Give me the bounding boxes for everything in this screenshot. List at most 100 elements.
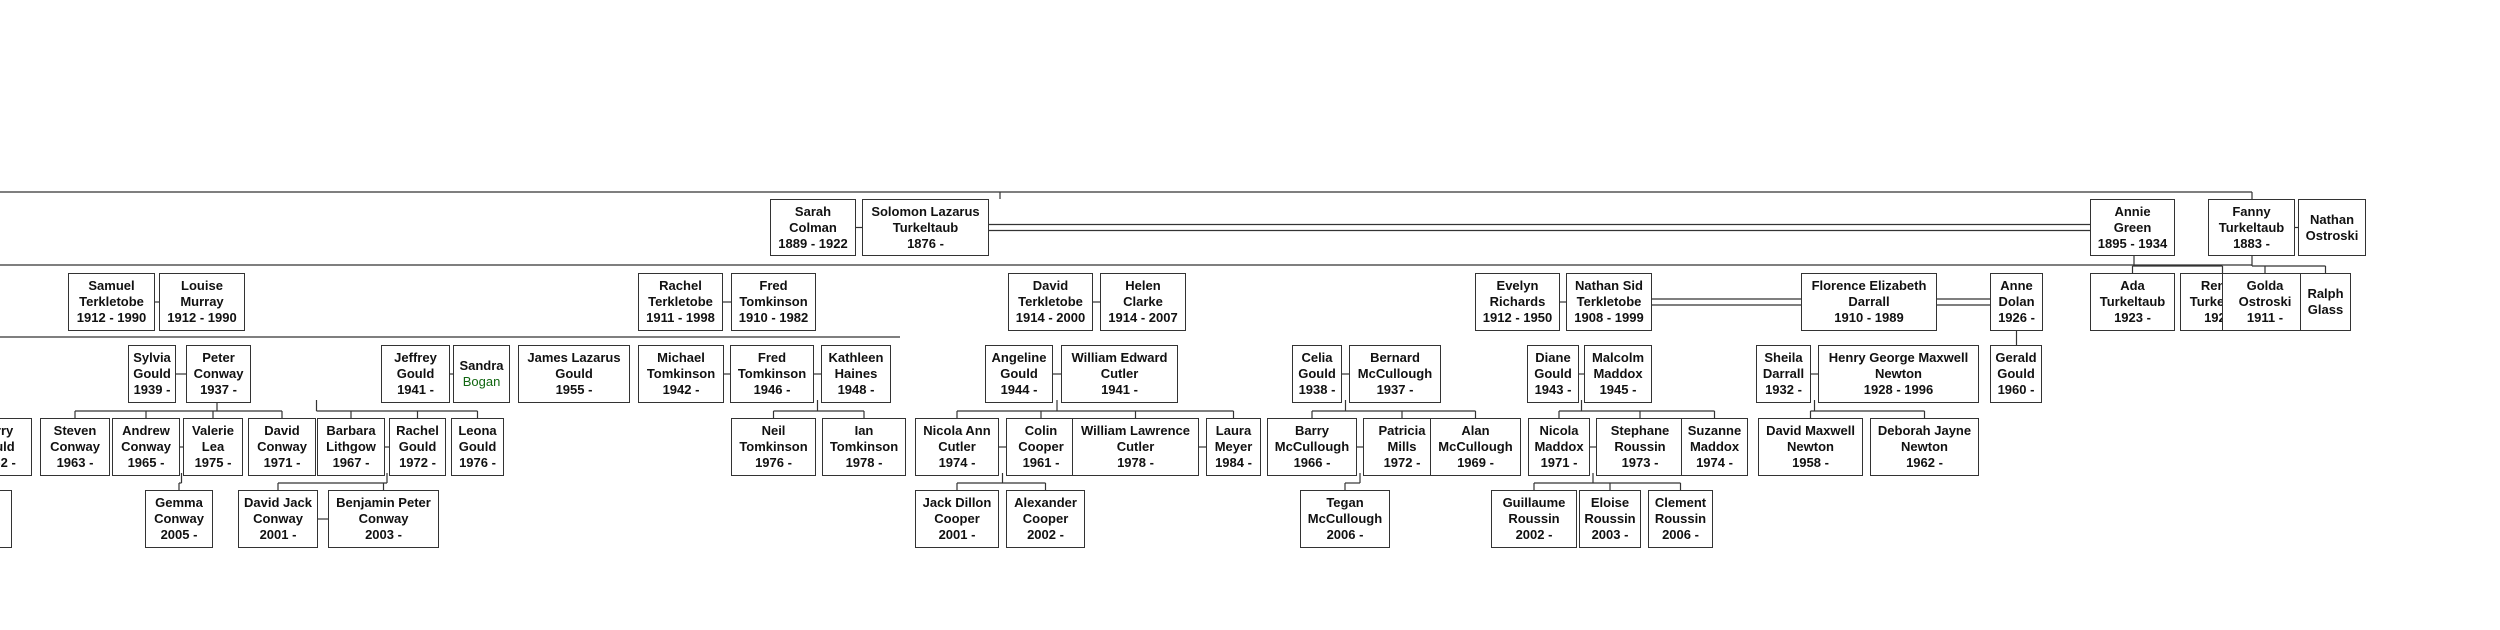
person-box-edge-n[interactable]: n	[0, 490, 12, 548]
person-last-name: Cutler	[1116, 439, 1155, 454]
person-years: 1961 -	[1022, 455, 1060, 470]
person-last-name: Conway	[358, 511, 409, 526]
person-last-name: Richards	[1489, 294, 1546, 309]
person-first-name: Suzanne	[1687, 423, 1742, 438]
person-years: 2003 -	[365, 527, 402, 542]
person-last-name: Conway	[154, 511, 204, 526]
person-first-name: Kathleen	[828, 350, 884, 365]
person-first-name: Clement	[1654, 495, 1707, 510]
person-first-name: arry	[0, 423, 14, 438]
person-years: 1976 -	[459, 455, 496, 470]
person-first-name: Sylvia	[133, 350, 171, 365]
person-box-larry[interactable]: arryould962 -	[0, 418, 32, 476]
person-last-name: Cutler	[1100, 366, 1139, 381]
person-last-name: Haines	[834, 366, 878, 381]
person-first-name: Jack Dillon	[922, 495, 992, 510]
person-years: 2003 -	[1591, 527, 1629, 542]
person-first-name: Benjamin Peter	[336, 495, 431, 510]
person-last-name: Gould	[1000, 366, 1038, 381]
person-last-name: Newton	[1787, 439, 1834, 454]
person-last-name: Turkeltaub	[2218, 219, 2285, 235]
person-years: 1974 -	[938, 455, 976, 470]
person-first-name: Eloise	[1590, 495, 1630, 510]
person-last-name: Cooper	[1022, 511, 1069, 526]
person-years: 1914 - 2000	[1015, 310, 1086, 325]
person-first-name: Fred	[759, 278, 788, 293]
person-last-name: Terkletobe	[1018, 294, 1083, 309]
person-last-name: Murray	[180, 294, 224, 309]
person-first-name: Annie	[2114, 203, 2151, 219]
person-first-name: Andrew	[122, 423, 170, 438]
person-first-name: Celia	[1301, 350, 1333, 365]
person-last-name: Terkletobe	[1576, 294, 1642, 309]
person-years: 1912 - 1990	[76, 310, 147, 325]
person-last-name: Lea	[201, 439, 225, 454]
